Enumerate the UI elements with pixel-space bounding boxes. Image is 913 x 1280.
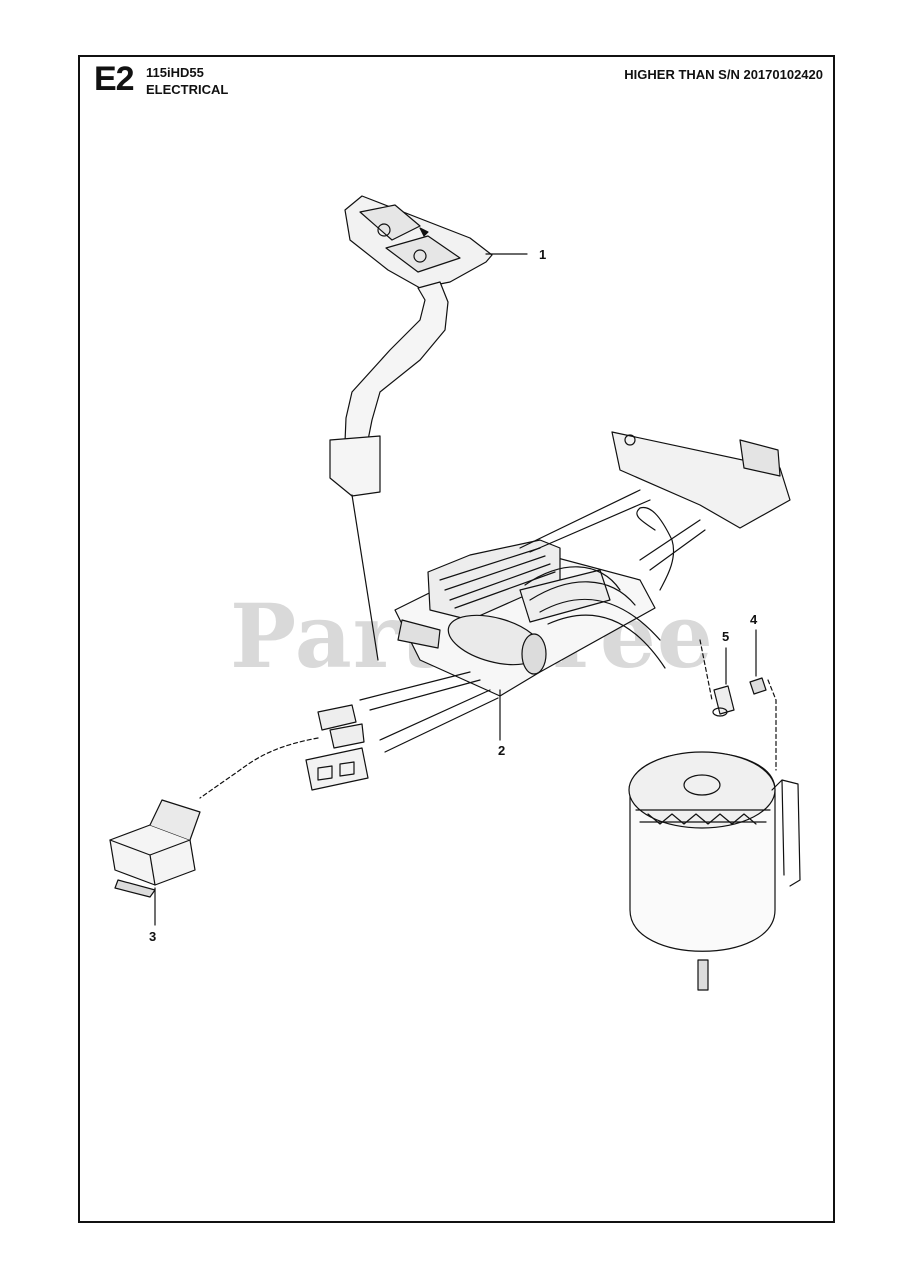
terminal-parts — [699, 629, 777, 771]
circuit-board-part — [394, 431, 791, 741]
serial-note: HIGHER THAN S/N 20170102420 — [624, 67, 823, 82]
model-number: 115iHD55 — [146, 65, 204, 80]
callout-2: 2 — [498, 743, 506, 758]
callout-3: 3 — [149, 929, 157, 944]
wiring-harness — [199, 671, 499, 799]
micro-switch-part — [109, 799, 201, 926]
callout-5: 5 — [722, 629, 730, 644]
motor-part — [628, 751, 801, 991]
diagram-frame — [78, 55, 835, 1223]
callout-1: 1 — [539, 247, 547, 262]
callout-4: 4 — [750, 612, 758, 627]
section-code: E2 — [94, 60, 135, 98]
section-title: ELECTRICAL — [146, 82, 229, 97]
control-panel-part — [329, 195, 528, 497]
